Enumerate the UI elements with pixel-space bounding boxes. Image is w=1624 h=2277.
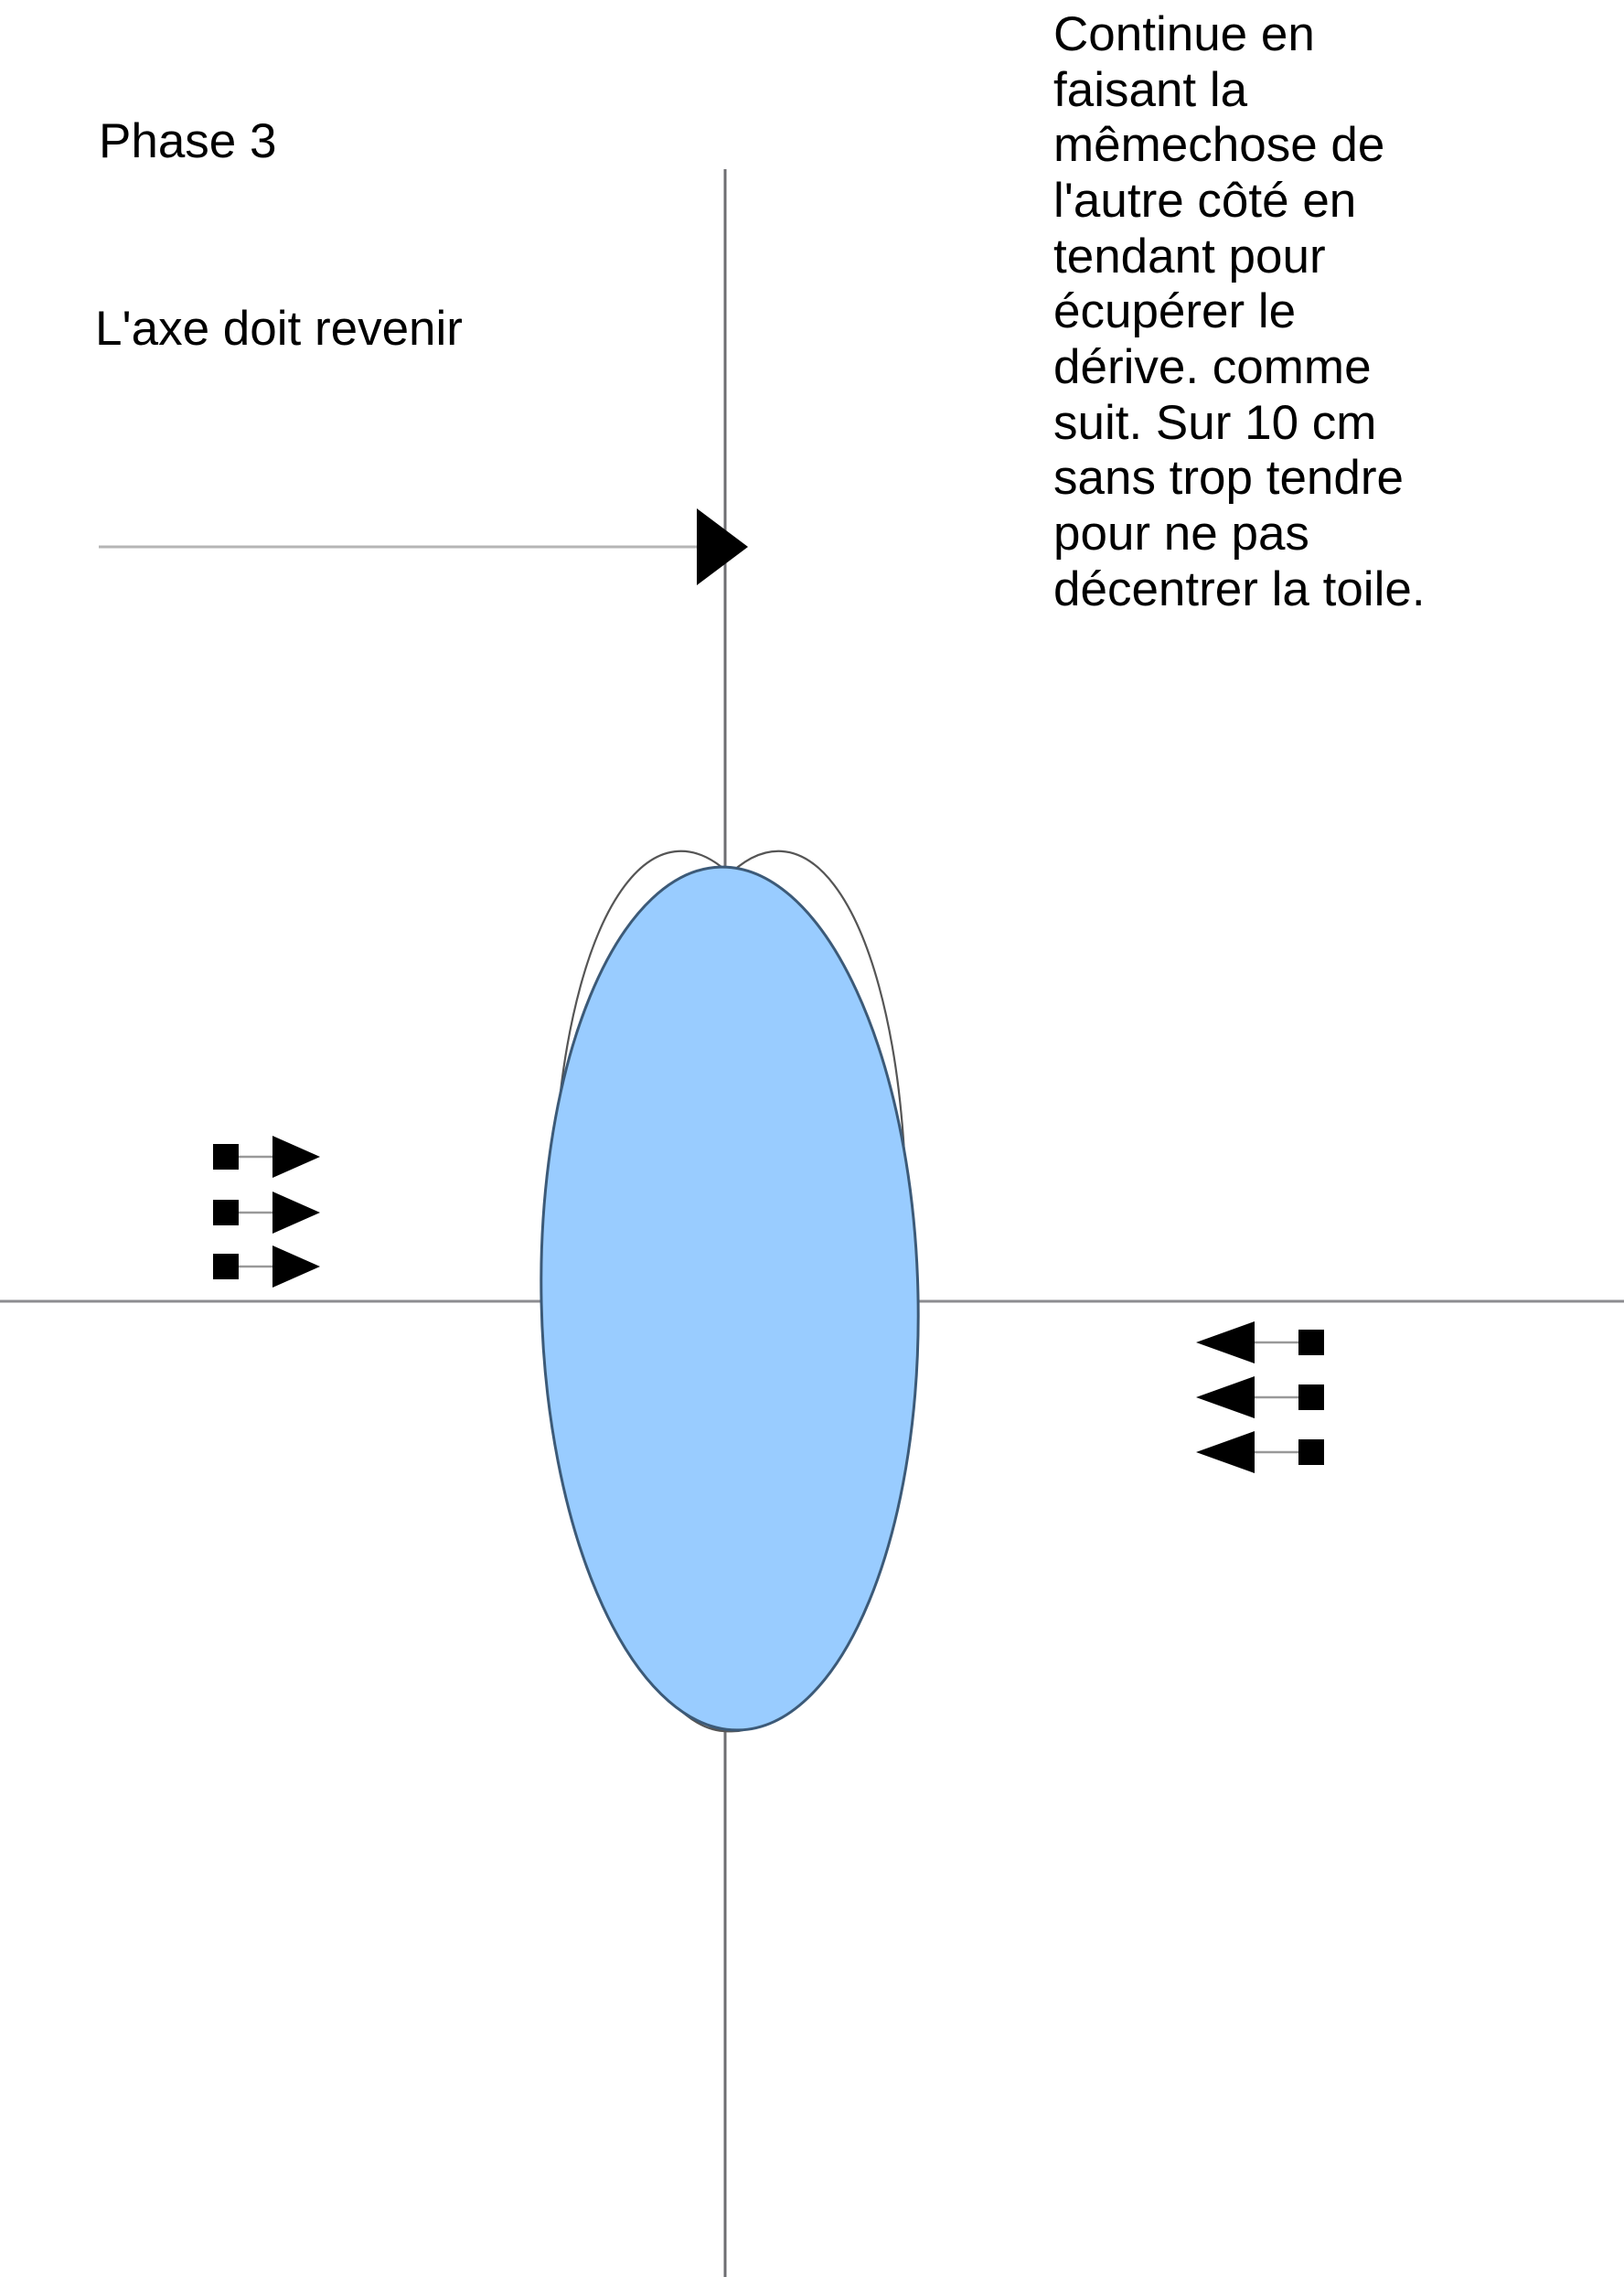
tension-square-icon bbox=[213, 1144, 239, 1170]
canvas-ellipse bbox=[540, 865, 920, 1732]
direction-arrow bbox=[99, 508, 748, 585]
right-tension-arrows bbox=[1196, 1321, 1324, 1473]
tension-arrow-right-1 bbox=[1196, 1321, 1324, 1363]
tension-square-icon bbox=[1298, 1439, 1324, 1465]
tension-square-icon bbox=[213, 1254, 239, 1279]
tension-arrow-left-2 bbox=[213, 1192, 320, 1234]
tension-square-icon bbox=[1298, 1384, 1324, 1410]
tension-arrowhead-icon bbox=[272, 1136, 320, 1178]
tension-arrowhead-icon bbox=[1196, 1376, 1255, 1418]
tension-square-icon bbox=[213, 1200, 239, 1225]
tension-arrow-left-3 bbox=[213, 1245, 320, 1288]
tension-arrowhead-icon bbox=[272, 1192, 320, 1234]
left-tension-arrows bbox=[213, 1136, 320, 1288]
tension-arrow-right-3 bbox=[1196, 1431, 1324, 1473]
tension-square-icon bbox=[1298, 1330, 1324, 1355]
tension-arrowhead-icon bbox=[272, 1245, 320, 1288]
tension-arrowhead-icon bbox=[1196, 1321, 1255, 1363]
tension-arrowhead-icon bbox=[1196, 1431, 1255, 1473]
direction-arrow-head bbox=[697, 508, 748, 585]
tension-arrow-right-2 bbox=[1196, 1376, 1324, 1418]
tension-arrow-left-1 bbox=[213, 1136, 320, 1178]
